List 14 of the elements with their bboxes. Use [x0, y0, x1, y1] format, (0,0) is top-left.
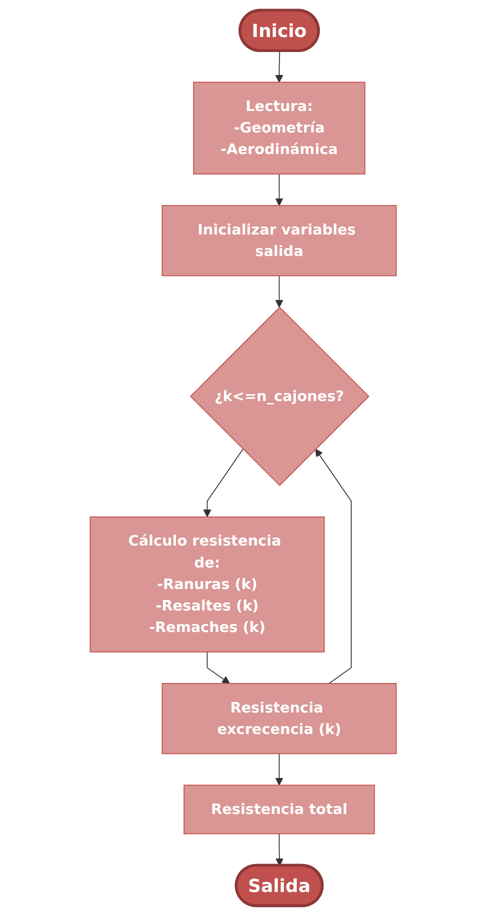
arrow	[315, 448, 352, 684]
arrow	[276, 833, 284, 866]
node-diamond: ¿k<=n_cajones?	[190, 306, 370, 486]
node-box: Resistencia excrecencia (k)	[162, 683, 397, 754]
arrow	[204, 448, 244, 518]
arrow	[276, 275, 284, 308]
arrow	[276, 174, 284, 206]
node-box: Lectura: -Geometría -Aerodinámica	[193, 82, 366, 174]
node-box: Cálculo resistencia de: -Ranuras (k) -Resaltes (k) -Remaches (k)	[90, 516, 325, 652]
arrow	[276, 50, 284, 83]
arrow	[207, 652, 230, 684]
node-box: Inicializar variables salida	[162, 205, 397, 276]
arrow	[276, 753, 284, 786]
node-box: Resistencia total	[184, 784, 376, 834]
